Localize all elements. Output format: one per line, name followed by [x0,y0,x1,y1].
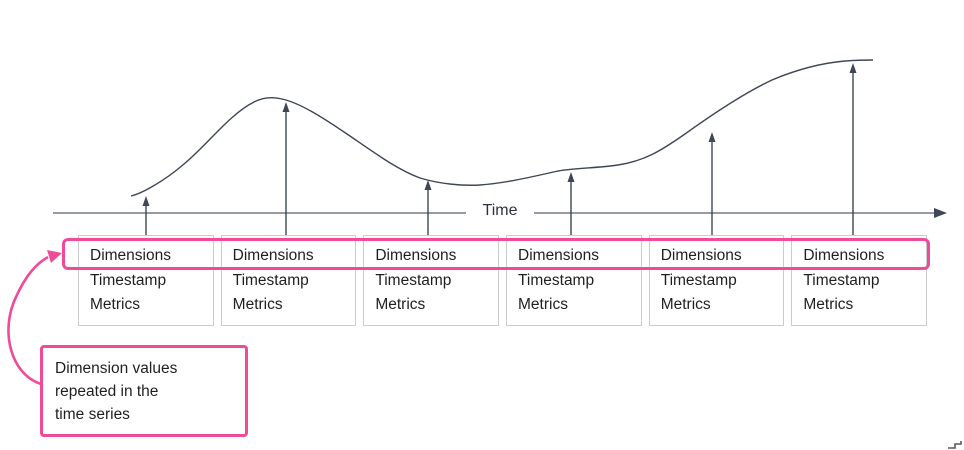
record-metrics: Metrics [518,296,568,313]
record-dimensions: Dimensions [232,247,314,264]
record-card: Dimensions Timestamp Metrics [648,235,785,326]
records-row: Dimensions Timestamp Metrics Dimensions … [78,235,928,326]
record-dimensions: Dimensions [375,247,457,264]
annotation-line: repeated in the [55,383,159,400]
time-series-curve [130,59,874,197]
record-timestamp: Timestamp [518,271,595,289]
record-timestamp: Timestamp [90,271,167,289]
record-metrics: Metrics [660,296,711,313]
record-card: Dimensions Timestamp Metrics [791,235,928,326]
record-card: Dimensions Timestamp Metrics [506,235,642,326]
record-card: Dimensions Timestamp Metrics [363,235,500,326]
data-point-arrow [142,196,150,235]
record-timestamp: Timestamp [375,271,452,289]
data-point-arrow [424,180,432,235]
data-point-arrow [849,63,857,235]
data-point-arrow [282,102,290,235]
record-dimensions: Dimensions [518,247,599,264]
annotation-line: Dimension values [55,360,178,377]
record-card: Dimensions Timestamp Metrics [220,235,357,326]
annotation-line: time series [55,406,130,423]
axis-label-time: Time [482,202,518,219]
record-metrics: Metrics [90,296,140,313]
data-point-arrow [708,132,716,235]
record-timestamp: Timestamp [232,271,309,289]
time-axis [53,208,947,218]
record-metrics: Metrics [232,296,283,313]
data-point-arrows [142,63,857,235]
record-dimensions: Dimensions [90,247,171,264]
record-card: Dimensions Timestamp Metrics [78,235,214,326]
record-timestamp: Timestamp [660,271,737,289]
record-dimensions: Dimensions [803,247,885,264]
annotation-callout: Dimension values repeated in the time se… [40,345,248,437]
record-metrics: Metrics [803,296,854,313]
annotation-connector-arrow [7,250,62,386]
record-dimensions: Dimensions [660,247,742,264]
corner-artifact [948,441,962,449]
record-metrics: Metrics [375,296,426,313]
record-timestamp: Timestamp [803,271,880,289]
connector-arrowhead-icon [47,250,62,263]
axis-arrowhead-icon [934,208,947,218]
data-point-arrow [567,172,575,235]
